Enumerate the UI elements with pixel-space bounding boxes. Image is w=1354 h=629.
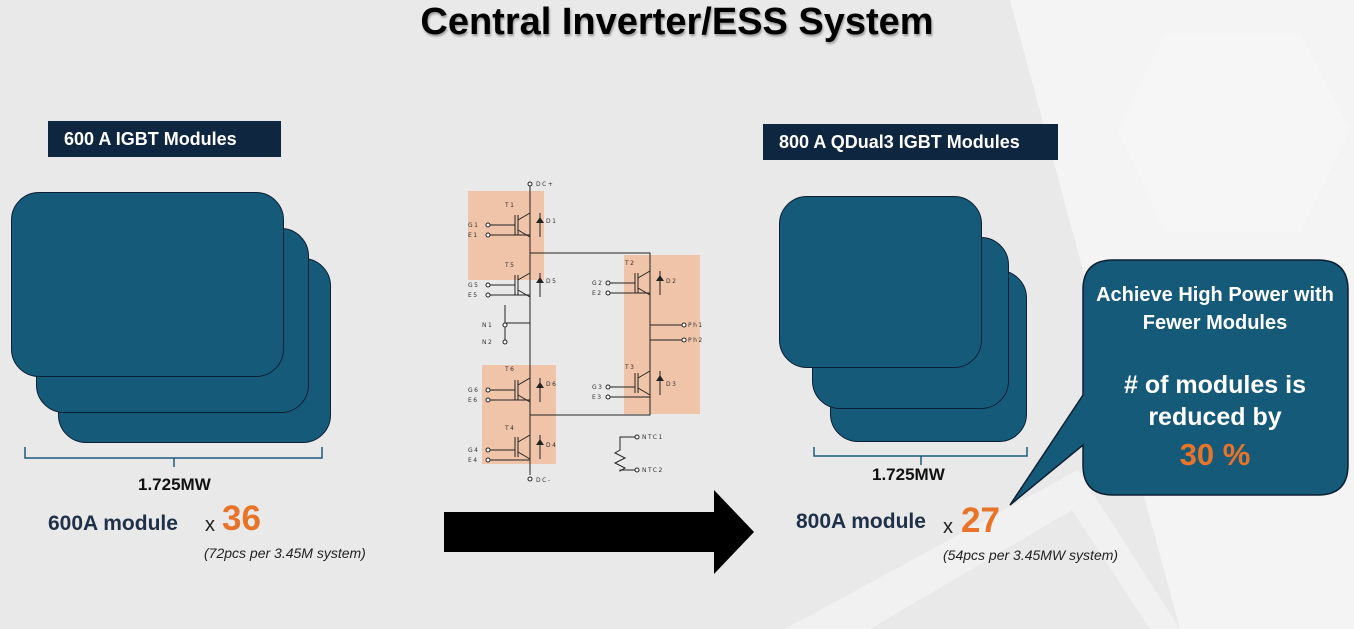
terminal-dc-minus: DC- (536, 477, 551, 484)
right-module-label: 800 A QDual3 IGBT Modules (763, 124, 1058, 160)
transistor-t1: T1 (504, 202, 515, 209)
terminal-g5: G5 (468, 282, 479, 289)
terminal-g4: G4 (468, 447, 479, 454)
transistor-t4: T4 (504, 425, 515, 432)
right-note: (54pcs per 3.45MW system) (943, 547, 1119, 563)
terminal-g1: G1 (468, 222, 479, 229)
callout-reduction-text: # of modules is reduced by (1124, 371, 1306, 431)
terminal-g6: G6 (468, 387, 479, 394)
right-arrow-icon (444, 490, 754, 574)
page-title: Central Inverter/ESS System (420, 1, 934, 43)
diode-d3: D3 (666, 381, 677, 388)
terminal-ntc2: NTC2 (642, 467, 664, 474)
terminal-n2: N2 (482, 339, 493, 346)
right-module-front (779, 196, 982, 368)
right-power-label: 1.725MW (872, 465, 945, 484)
left-module-front (11, 192, 284, 377)
terminal-g3: G3 (592, 384, 603, 391)
right-module-name: 800A module (796, 510, 926, 533)
right-brace (813, 447, 1028, 465)
diode-d6: D6 (546, 381, 557, 388)
transistor-t2: T2 (624, 260, 635, 267)
terminal-e6: E6 (468, 397, 479, 404)
callout-headline: Achieve High Power with Fewer Modules (1096, 284, 1334, 334)
terminal-dc-plus: DC+ (536, 181, 554, 188)
terminal-ph2: Ph2 (688, 337, 704, 344)
left-module-label: 600 A IGBT Modules (48, 121, 281, 157)
left-module-name: 600A module (48, 512, 178, 535)
terminal-e3: E3 (592, 394, 603, 401)
terminal-n1: N1 (482, 322, 493, 329)
right-multiply-sign: x (943, 516, 953, 538)
left-brace (24, 447, 323, 467)
diode-d4: D4 (546, 442, 557, 449)
diode-d1: D1 (546, 218, 557, 225)
callout-reduction-value: 30 % (1179, 437, 1251, 472)
terminal-g2: G2 (592, 280, 603, 287)
terminal-ntc1: NTC1 (642, 434, 664, 441)
terminal-e2: E2 (592, 290, 603, 297)
diode-d2: D2 (666, 278, 677, 285)
left-module-count: 36 (222, 499, 261, 538)
callout-bubble (1009, 259, 1349, 506)
terminal-ph1: Ph1 (688, 322, 704, 329)
terminal-e5: E5 (468, 292, 479, 299)
transistor-t6: T6 (504, 366, 515, 373)
igbt-circuit-diagram: DC+ DC- G1 E1 G5 E5 N1 N2 G6 E6 G4 E4 G2… (468, 181, 704, 484)
left-multiply-sign: x (205, 514, 215, 536)
right-module-count: 27 (961, 501, 1000, 540)
transistor-t3: T3 (624, 364, 635, 371)
diode-d5: D5 (546, 278, 557, 285)
transistor-t5: T5 (504, 262, 515, 269)
terminal-e1: E1 (468, 232, 479, 239)
left-power-label: 1.725MW (138, 475, 211, 494)
left-note: (72pcs per 3.45M system) (204, 545, 366, 561)
terminal-e4: E4 (468, 457, 479, 464)
